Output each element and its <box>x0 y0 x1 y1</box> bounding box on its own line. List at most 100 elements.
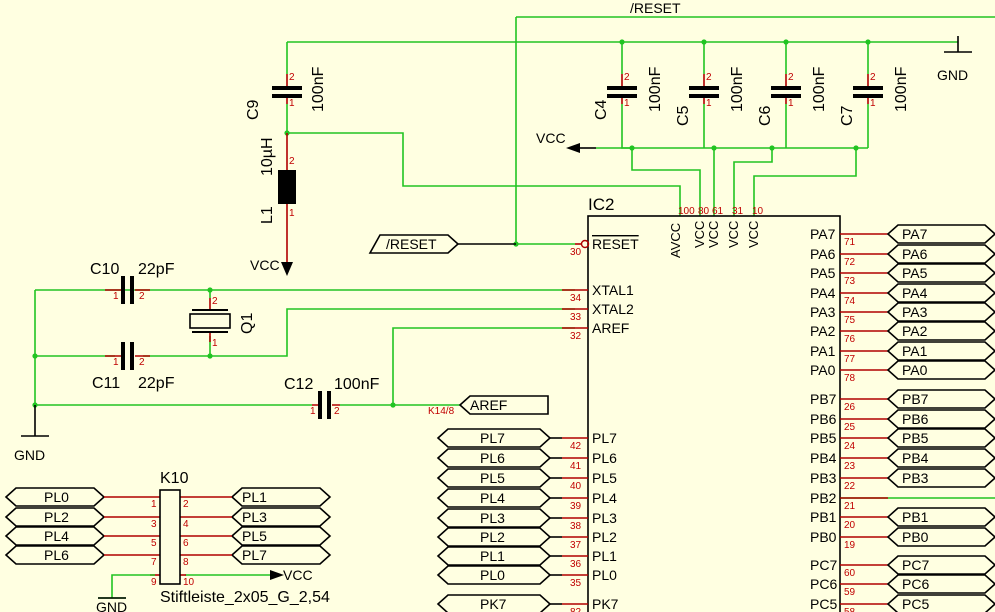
port-flag <box>886 244 995 264</box>
crystal-q1: 21 <box>189 296 231 349</box>
c7-value: 100nF <box>893 66 910 112</box>
port-flag <box>886 409 995 429</box>
ic2-pin-name: PB0 <box>810 529 837 545</box>
k10-pin-number: 6 <box>183 538 189 549</box>
vcc-arrow-k10 <box>270 570 284 580</box>
k10-pin-number: 3 <box>151 519 157 530</box>
port-flag-label: PA3 <box>902 304 928 320</box>
port-flag-label: PL2 <box>480 529 505 545</box>
ic2-pin-name: PC6 <box>810 576 837 592</box>
ic2-pin-number: 36 <box>570 559 582 570</box>
ic2-pin-name: PB6 <box>810 411 837 427</box>
port-flag-label: PA5 <box>902 265 928 281</box>
ic2-pin-number: 75 <box>844 315 856 326</box>
ic2-pin-name: PB7 <box>810 391 837 407</box>
ic2-pin-name: PA7 <box>810 226 836 242</box>
aref-ref-label: K14/8 <box>428 406 455 417</box>
k10-port-label: PL4 <box>44 528 69 544</box>
c9-name: C9 <box>245 99 262 120</box>
port-flag <box>886 507 995 527</box>
gnd-label-k10: GND <box>96 599 127 612</box>
k10-body <box>159 489 181 585</box>
c5-value: 100nF <box>729 66 746 112</box>
inductor-l1: 2 1 <box>278 133 296 276</box>
port-flag-label: PK7 <box>480 596 507 612</box>
c6-name: C6 <box>757 105 774 126</box>
ic2-pin-name: PA5 <box>810 265 836 281</box>
svg-text:1: 1 <box>706 98 712 109</box>
reset-port-flag <box>368 234 516 254</box>
svg-text:1: 1 <box>113 357 119 368</box>
capacitor-c6: 21 <box>771 72 801 109</box>
l1-value: 10µH <box>259 137 276 176</box>
ic2-pin-number: 35 <box>570 578 582 589</box>
ic2-pin-name: PL4 <box>592 490 617 506</box>
port-flag-label: PC5 <box>902 596 929 612</box>
ic2-pin-number: 77 <box>844 354 856 365</box>
k10-port-flag <box>230 526 332 546</box>
ic2-pin-name: PL0 <box>592 567 617 583</box>
ic2-pin-name: PA6 <box>810 246 836 262</box>
svg-text:2: 2 <box>212 296 218 307</box>
ic2-pin-name: AREF <box>592 320 629 336</box>
ic2-pin-name: PB2 <box>810 490 837 506</box>
port-flag-label: PB6 <box>902 411 929 427</box>
svg-text:1: 1 <box>212 338 218 349</box>
ic2-pin-number: 60 <box>844 568 856 579</box>
k10-port-label: PL0 <box>44 489 69 505</box>
ic2-pin-number: 38 <box>570 521 582 532</box>
net-label-reset: /RESET <box>630 0 681 16</box>
svg-text:2: 2 <box>139 291 145 302</box>
ic2-pin-number: 82 <box>570 607 582 612</box>
ic2-pin-name: XTAL2 <box>592 301 634 317</box>
svg-text:1: 1 <box>289 208 295 219</box>
ic2-top-pin-name: VCC <box>746 221 761 248</box>
port-flag-label: PB1 <box>902 509 929 525</box>
port-flag-label: PL3 <box>480 510 505 526</box>
k10-pin-number: 10 <box>183 577 195 588</box>
k10-pin-number: 4 <box>183 519 189 530</box>
ic2-top-pin-number: 31 <box>732 206 744 217</box>
l1-name: L1 <box>259 206 276 224</box>
port-flag-label: PA6 <box>902 246 928 262</box>
ic2-pin-number: 58 <box>844 607 856 612</box>
ic2-pin-number: 22 <box>844 481 856 492</box>
ic2-pin-name: PL1 <box>592 548 617 564</box>
ic2-top-pin-number: 80 <box>698 206 710 217</box>
wires <box>34 16 995 576</box>
c7-name: C7 <box>839 105 856 126</box>
ic2-pin-number: 26 <box>844 402 856 413</box>
c10-name: C10 <box>90 261 119 278</box>
c5-name: C5 <box>675 105 692 126</box>
k10-pin-number: 2 <box>183 499 189 510</box>
port-flag <box>886 321 995 341</box>
aref-flag-label: AREF <box>470 397 507 413</box>
svg-text:1: 1 <box>624 98 630 109</box>
k10-port-label: PL7 <box>242 547 267 563</box>
c4-value: 100nF <box>647 66 664 112</box>
port-flag-label: PA1 <box>902 343 928 359</box>
port-flag-label: PA2 <box>902 323 928 339</box>
ic2-pin-number: 34 <box>570 293 582 304</box>
ic2-pin-number: 25 <box>844 422 856 433</box>
ic2-top-pin-number: 10 <box>752 206 764 217</box>
svg-text:1: 1 <box>870 98 876 109</box>
ic2-pin-number: 72 <box>844 257 856 268</box>
ic2-top-pin-number: 100 <box>678 206 695 217</box>
port-flag-label: PB5 <box>902 430 929 446</box>
ic2-top-pin-name: VCC <box>706 221 721 248</box>
ic2-name: IC2 <box>588 195 614 214</box>
port-flag-label: PC7 <box>902 557 929 573</box>
k10-pin-number: 8 <box>183 557 189 568</box>
ic2-pin-name: PC5 <box>810 596 837 612</box>
ic2-pin-number: 74 <box>844 296 856 307</box>
ic2-top-pin-name: VCC <box>726 221 741 248</box>
port-flag <box>886 574 995 594</box>
svg-text:2: 2 <box>706 72 712 83</box>
port-flag-label: PL1 <box>480 548 505 564</box>
ic2-pin-name: PL2 <box>592 529 617 545</box>
port-flag-label: PB7 <box>902 391 929 407</box>
c11-value: 22pF <box>138 375 175 392</box>
